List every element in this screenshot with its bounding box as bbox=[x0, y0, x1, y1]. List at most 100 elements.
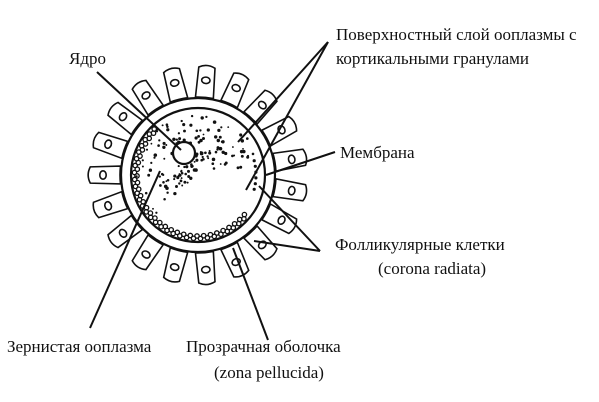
follicular-cell-nucleus bbox=[118, 111, 128, 122]
leader-granular bbox=[89, 170, 161, 329]
granule bbox=[152, 207, 154, 210]
granule bbox=[186, 181, 189, 184]
label-cortical-line2: кортикальными гранулами bbox=[336, 49, 529, 68]
granule bbox=[216, 138, 221, 143]
granule bbox=[163, 198, 166, 201]
granule bbox=[166, 128, 170, 132]
granule bbox=[178, 137, 182, 141]
follicular-cell-nucleus bbox=[287, 185, 296, 196]
granule bbox=[189, 176, 193, 180]
cortical-granule bbox=[131, 169, 138, 176]
granule bbox=[153, 153, 158, 157]
granule bbox=[177, 174, 180, 177]
granule bbox=[163, 157, 166, 160]
label-granular-ooplasm: Зернистая ооплазма bbox=[7, 337, 152, 356]
cortical-granule bbox=[135, 186, 142, 193]
granule bbox=[183, 180, 187, 184]
granule bbox=[208, 151, 212, 155]
granule bbox=[141, 159, 144, 162]
granule bbox=[158, 139, 161, 142]
granule bbox=[172, 137, 176, 141]
granule bbox=[163, 184, 168, 189]
granule bbox=[212, 167, 216, 170]
granule bbox=[175, 138, 178, 141]
granule bbox=[191, 165, 194, 168]
granule bbox=[202, 137, 205, 140]
granule bbox=[162, 181, 165, 184]
granule bbox=[207, 157, 210, 160]
cortical-granule bbox=[151, 126, 158, 132]
granule bbox=[220, 126, 223, 129]
label-zona-line1: Прозрачная оболочка bbox=[186, 337, 341, 356]
granule bbox=[150, 161, 153, 165]
granule bbox=[162, 173, 165, 177]
label-follicular-line1: Фолликулярные клетки bbox=[335, 235, 505, 254]
granule bbox=[227, 126, 230, 128]
granule bbox=[187, 169, 190, 173]
follicular-cell-nucleus bbox=[141, 250, 151, 259]
granule bbox=[218, 146, 223, 151]
granule bbox=[180, 177, 183, 180]
granule bbox=[242, 149, 246, 154]
granule bbox=[251, 152, 255, 156]
granule bbox=[212, 120, 217, 124]
granule bbox=[144, 191, 148, 195]
leader-lines bbox=[89, 41, 336, 341]
granule bbox=[221, 140, 225, 144]
granule bbox=[166, 178, 170, 182]
label-nucleus: Ядро bbox=[69, 49, 106, 68]
granule bbox=[177, 165, 180, 168]
granule bbox=[197, 135, 200, 138]
cortical-granule bbox=[132, 162, 139, 169]
label-zona-line2: (zona pellucida) bbox=[214, 363, 324, 382]
granule bbox=[216, 146, 220, 150]
granule bbox=[254, 176, 258, 180]
leader-cortical-1 bbox=[237, 41, 329, 143]
granule bbox=[195, 129, 199, 133]
follicular-cell-nucleus bbox=[169, 78, 180, 87]
granule bbox=[150, 142, 153, 145]
granule bbox=[166, 125, 169, 128]
granule bbox=[183, 129, 186, 133]
cortical-granule bbox=[134, 179, 141, 186]
granule bbox=[202, 133, 205, 136]
granule bbox=[218, 135, 222, 139]
granule bbox=[185, 165, 189, 169]
granule bbox=[181, 184, 184, 187]
follicular-cell-nucleus bbox=[287, 154, 296, 165]
granule bbox=[183, 165, 186, 169]
granule bbox=[239, 165, 243, 169]
granule bbox=[236, 166, 240, 170]
granule bbox=[162, 145, 166, 149]
granule bbox=[173, 174, 177, 178]
follicular-cell-nucleus bbox=[104, 139, 113, 150]
cortical-granule bbox=[200, 232, 207, 239]
granule bbox=[165, 123, 169, 126]
cortical-granule bbox=[133, 155, 140, 162]
cortical-granule bbox=[190, 235, 197, 242]
granule bbox=[219, 163, 222, 165]
granule bbox=[175, 185, 178, 188]
granule bbox=[162, 141, 166, 145]
follicular-cell-nucleus bbox=[231, 83, 242, 93]
granule bbox=[165, 180, 168, 183]
granule bbox=[200, 116, 204, 120]
granule bbox=[182, 138, 186, 142]
follicular-cells-ring bbox=[87, 64, 308, 286]
granule bbox=[211, 162, 215, 166]
oolemma-membrane bbox=[129, 106, 267, 244]
granule bbox=[195, 158, 199, 162]
granule bbox=[179, 179, 183, 183]
granule bbox=[240, 154, 244, 158]
follicular-cell-nucleus bbox=[169, 263, 180, 272]
granule bbox=[135, 175, 138, 178]
granule bbox=[173, 178, 176, 181]
cortical-granule bbox=[183, 234, 190, 241]
granule bbox=[199, 129, 202, 132]
granule bbox=[246, 155, 250, 159]
granule bbox=[240, 139, 245, 143]
granule bbox=[242, 147, 244, 150]
granule bbox=[147, 173, 151, 177]
granule bbox=[180, 172, 184, 175]
